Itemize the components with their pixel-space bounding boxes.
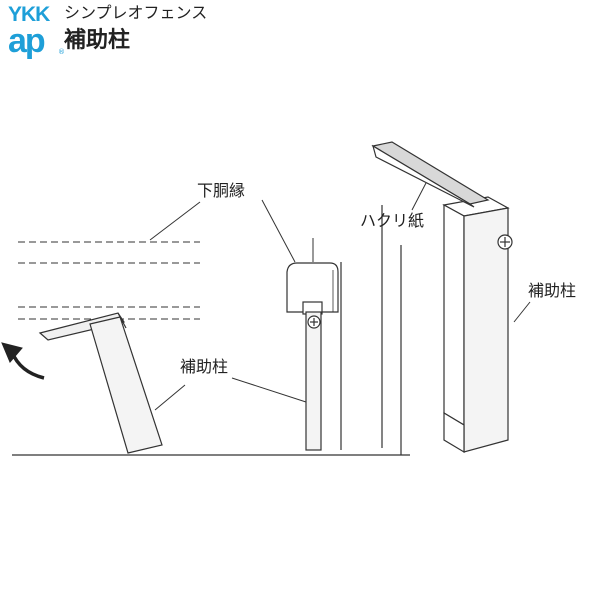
label-lower-rail: 下胴縁 bbox=[197, 181, 246, 200]
logo-ykk-text: YKK bbox=[8, 3, 50, 26]
part-name: 補助柱 bbox=[64, 28, 131, 53]
logo-ap-text: ap bbox=[8, 22, 46, 60]
logo-registered-mark: ® bbox=[58, 48, 65, 56]
leader-line-post-right bbox=[513, 301, 531, 323]
right-post bbox=[371, 141, 513, 454]
leader-line-lower-rail bbox=[261, 199, 296, 263]
label-peel-paper: ハクリ紙 bbox=[360, 211, 425, 230]
ykk-ap-logo: YKK ap ® bbox=[8, 3, 65, 62]
leader-line-post-left bbox=[154, 384, 186, 411]
product-name: シンプレオフェンス bbox=[64, 3, 208, 22]
middle-post bbox=[286, 238, 339, 451]
label-post-right: 補助柱 bbox=[528, 281, 577, 300]
leader-line-peel-paper bbox=[411, 182, 427, 211]
label-post-left: 補助柱 bbox=[180, 357, 229, 376]
rotate-arrow-icon bbox=[1, 342, 45, 380]
leader-line-post-left bbox=[231, 377, 307, 403]
tilted-post bbox=[38, 312, 163, 454]
rail-outline-dashed bbox=[18, 241, 200, 320]
leader-line-lower-rail bbox=[149, 201, 201, 241]
